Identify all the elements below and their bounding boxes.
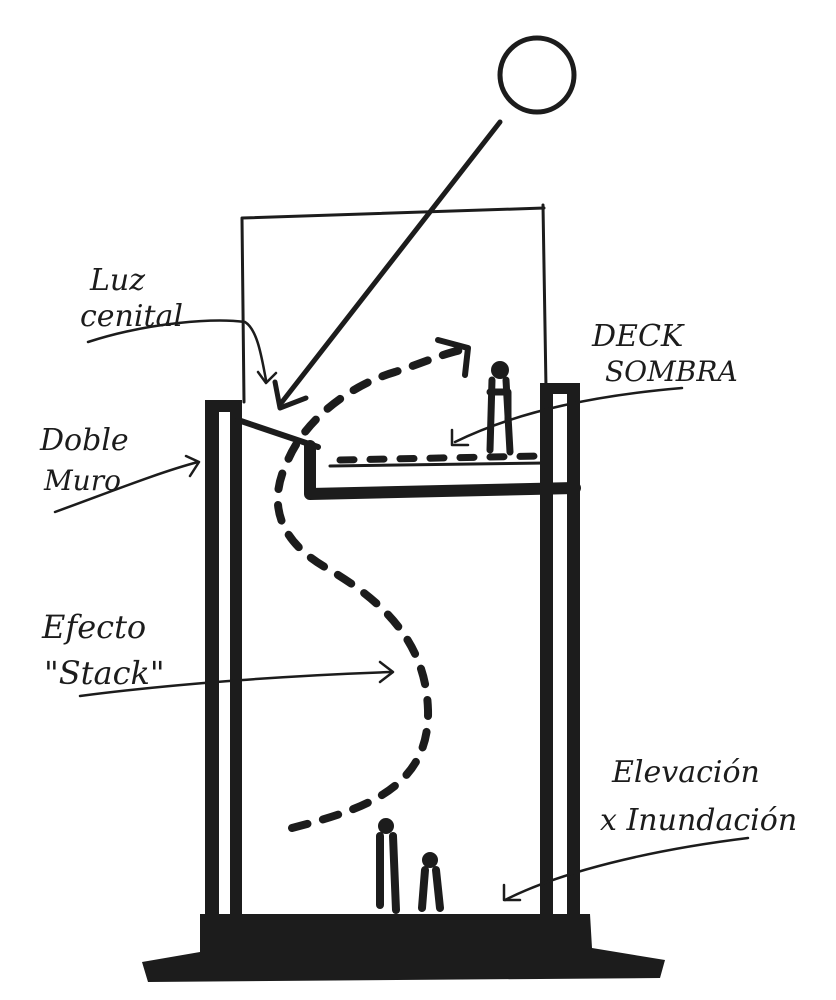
label-elevacion-line1: Elevación: [611, 755, 760, 790]
label-efecto-stack-line1: Efecto: [41, 608, 146, 646]
person-on-deck-icon: [486, 361, 514, 456]
label-efecto-stack-line2: "Stack": [44, 654, 165, 692]
left-double-wall: [205, 400, 242, 924]
leader-elevacion: [502, 836, 750, 902]
deck-dashed-line: [336, 452, 544, 464]
deck-slab: [304, 440, 581, 500]
label-doble-muro-line2: Muro: [43, 464, 121, 497]
label-deck-sombra-line2: SOMBRA: [605, 355, 738, 388]
label-luz-cenital-line2: cenital: [80, 299, 183, 334]
ground-slab: [142, 914, 665, 982]
leader-deck-sombra: [450, 386, 684, 447]
skylight-volume-outline: [240, 203, 548, 404]
stack-effect-airflow: [273, 337, 471, 832]
label-luz-cenital-line1: Luz: [89, 263, 145, 298]
label-deck-sombra-line1: DECK: [591, 319, 685, 354]
sun-icon: [497, 35, 577, 115]
leader-luz-cenital: [86, 319, 278, 385]
leader-doble-muro: [53, 454, 201, 514]
leader-efecto-stack: [78, 660, 395, 698]
label-elevacion-line2: x Inundación: [600, 803, 797, 838]
persons-ground-floor-icon: [376, 818, 444, 914]
label-doble-muro-line1: Doble: [39, 423, 129, 458]
right-double-wall: [540, 383, 580, 925]
roof-slope-line: [235, 417, 321, 450]
sun-ray-arrow: [272, 119, 503, 411]
